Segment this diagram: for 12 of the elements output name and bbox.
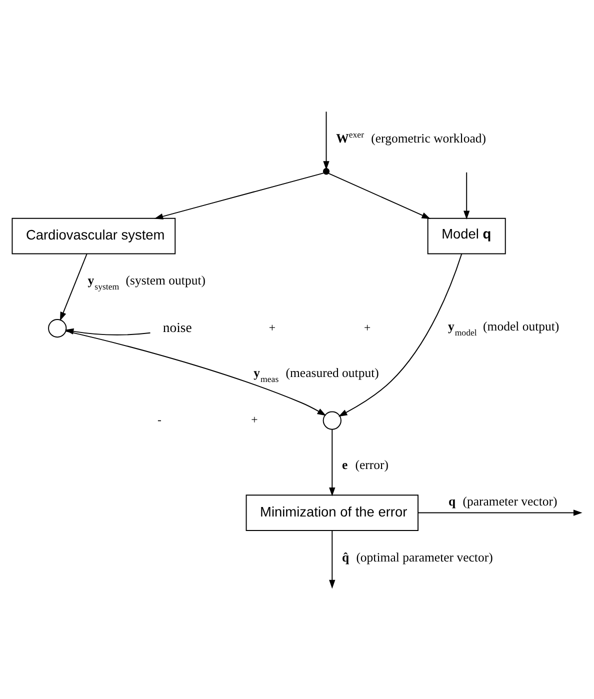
edge-label: q̂ (optimal parameter vector)	[342, 550, 493, 564]
label: +	[268, 321, 276, 334]
edge-label: y$_{meas}$ (measured output)	[254, 366, 379, 384]
label: -	[157, 414, 162, 427]
node-text: noise	[162, 320, 192, 335]
edge-label: q (parameter vector)	[448, 494, 558, 508]
label: +	[364, 321, 371, 334]
edge-label: y$_{system}$ (system output)	[88, 274, 206, 292]
edge-label: W$^{exer}$ (ergometric workload)	[336, 129, 486, 146]
edge-label: e (error)	[342, 458, 388, 472]
label: +	[251, 414, 258, 427]
edge-label: y$_{model}$ (model output)	[448, 320, 560, 338]
